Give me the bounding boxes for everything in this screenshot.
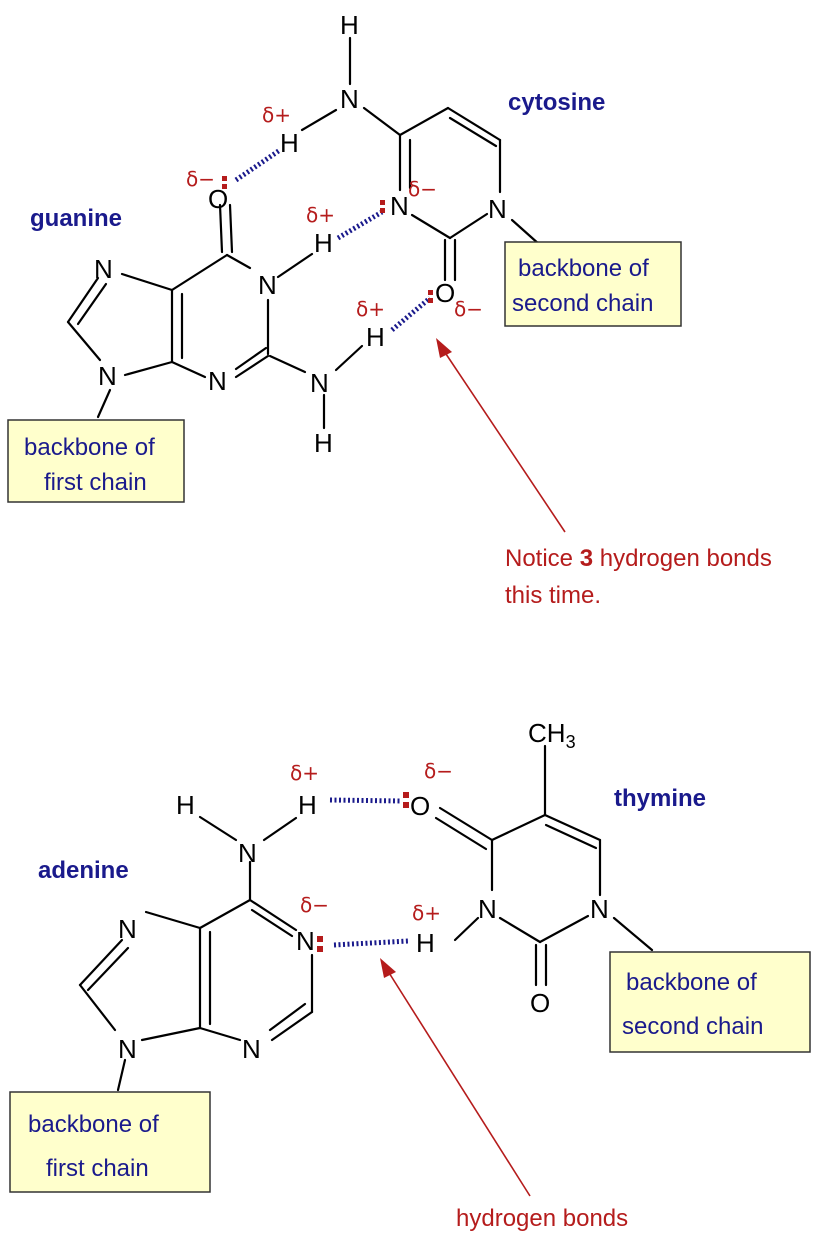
- atom-n-guanine-7: N: [94, 254, 113, 284]
- backbone-box-second-chain-top: backbone of second chain: [504, 241, 682, 327]
- atom-n-thymine-1: N: [590, 894, 609, 924]
- hydrogen-bond-1: [234, 147, 282, 183]
- atom-n-cytosine-3: N: [390, 191, 409, 221]
- charge-positive-at-1: δ+: [290, 761, 319, 785]
- label-cytosine: cytosine: [508, 89, 605, 116]
- backbone-label-line2: second chain: [622, 1013, 763, 1040]
- atom-n-guanine-amino: N: [310, 368, 329, 398]
- guanine-bonds: [66, 203, 364, 430]
- thymine-bonds: [434, 744, 654, 987]
- hydrogen-bond-3: [390, 296, 432, 332]
- atom-o-cytosine: O: [435, 278, 455, 308]
- lone-pairs-bottom: [317, 792, 409, 952]
- backbone-box-second-chain-bottom: backbone of second chain: [609, 951, 811, 1053]
- arrowhead-bottom: [380, 958, 396, 978]
- atom-n-guanine-9: N: [98, 361, 117, 391]
- charge-negative-at-1: δ−: [424, 759, 453, 783]
- charge-negative-at-2: δ−: [300, 893, 329, 917]
- label-guanine: guanine: [30, 205, 122, 232]
- note-arrow-top: [441, 347, 566, 533]
- atom-h-amino-top: H: [340, 10, 359, 40]
- hydrogen-bond-2: [336, 209, 384, 241]
- backbone-box-first-chain-bottom: backbone of first chain: [9, 1091, 211, 1193]
- charge-positive-2: δ+: [306, 203, 335, 227]
- atom-h-thymine-n3: H: [416, 928, 435, 958]
- label-adenine: adenine: [38, 857, 129, 884]
- charge-negative-1: δ−: [186, 167, 215, 191]
- guanine-cytosine-pair: H N H O N N H N N O H N N N H δ+ δ− δ− δ…: [7, 10, 772, 609]
- backbone-label-line1: backbone of: [626, 969, 757, 996]
- backbone-label-line2: second chain: [512, 290, 653, 317]
- note-arrow-bottom: [385, 967, 531, 1197]
- charge-positive-3: δ+: [356, 297, 385, 321]
- atom-h-amino-bonded: H: [280, 128, 299, 158]
- note-hydrogen-bonds: hydrogen bonds: [456, 1205, 628, 1232]
- atom-c-methyl: CH3: [528, 718, 576, 752]
- atom-h-guanine-amino-free: H: [314, 428, 333, 458]
- atom-h-guanine-amino: H: [366, 322, 385, 352]
- cytosine-bonds: [300, 36, 542, 282]
- backbone-label-line1: backbone of: [24, 434, 155, 461]
- charge-positive-at-2: δ+: [412, 901, 441, 925]
- hydrogen-bond-at-2: [333, 938, 409, 948]
- backbone-label-line2: first chain: [44, 469, 147, 496]
- note-three-hbonds: Notice 3 hydrogen bonds: [505, 545, 772, 572]
- charge-negative-2: δ−: [408, 177, 437, 201]
- atom-n-guanine-3: N: [208, 366, 227, 396]
- hydrogen-bond-at-1: [329, 797, 403, 804]
- atom-n-guanine-1: N: [258, 270, 277, 300]
- adenine-thymine-pair: CH3 H H O N N N H N N O N N δ+ δ− δ− δ+ …: [9, 718, 811, 1232]
- label-thymine: thymine: [614, 785, 706, 812]
- backbone-label-line2: first chain: [46, 1155, 149, 1182]
- atom-n-thymine-3: N: [478, 894, 497, 924]
- atom-n-amino: N: [340, 84, 359, 114]
- charge-positive-1: δ+: [262, 103, 291, 127]
- atom-n-adenine-9: N: [118, 1034, 137, 1064]
- atom-h-amino-bonded: H: [298, 790, 317, 820]
- atom-o-thymine: O: [410, 791, 430, 821]
- backbone-box-first-chain-top: backbone of first chain: [7, 419, 185, 503]
- atom-n-adenine-1: N: [296, 926, 315, 956]
- atom-h-amino-free: H: [176, 790, 195, 820]
- adenine-bonds: [78, 815, 314, 1092]
- atom-n-adenine-3: N: [242, 1034, 261, 1064]
- atom-n-cytosine-1: N: [488, 194, 507, 224]
- note-this-time: this time.: [505, 582, 601, 609]
- atom-h-guanine-n1: H: [314, 228, 333, 258]
- arrowhead-top: [436, 338, 452, 358]
- lone-pairs-top: [222, 176, 433, 303]
- atom-n-adenine-amino: N: [238, 838, 257, 868]
- atom-n-adenine-7: N: [118, 914, 137, 944]
- atom-o-guanine: O: [208, 184, 228, 214]
- backbone-label-line1: backbone of: [518, 255, 649, 282]
- charge-negative-3: δ−: [454, 297, 483, 321]
- backbone-label-line1: backbone of: [28, 1111, 159, 1138]
- atom-o-thymine-2: O: [530, 988, 550, 1018]
